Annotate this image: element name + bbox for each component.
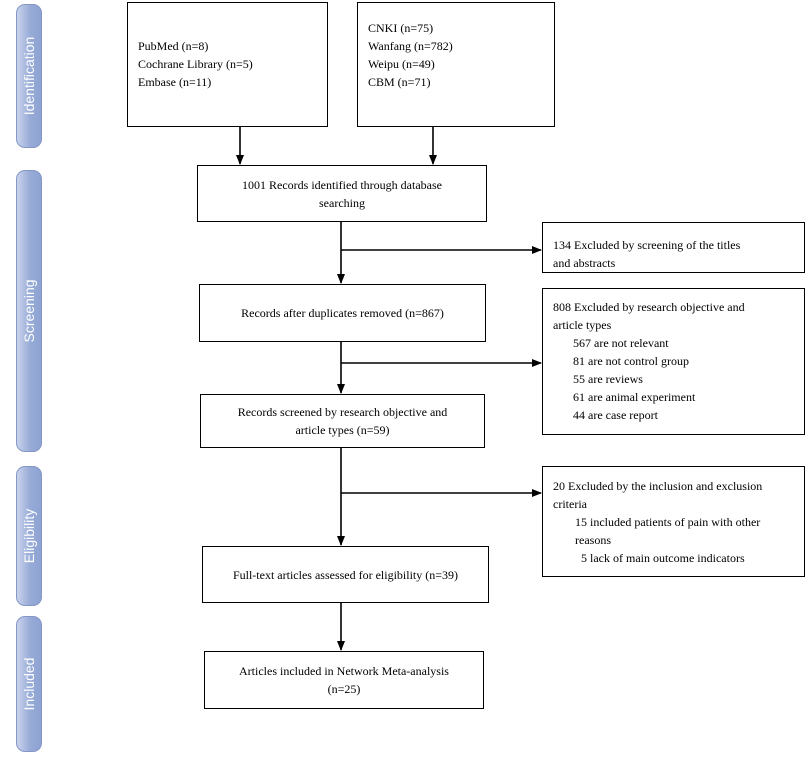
screened-objective-box: Records screened by research objective a… <box>200 394 485 448</box>
excluded-lack-outcome: 5 lack of main outcome indicators <box>581 551 745 565</box>
records-identified-box: 1001 Records identified through database… <box>197 165 487 222</box>
excluded-objective-box: 808 Excluded by research objective and a… <box>542 288 805 435</box>
excluded-case-report: 44 are case report <box>573 408 658 422</box>
excluded-criteria-heading2: criteria <box>553 497 587 511</box>
excluded-criteria-heading1: 20 Excluded by the inclusion and exclusi… <box>553 479 763 493</box>
excluded-not-control: 81 are not control group <box>573 354 689 368</box>
excluded-not-relevant: 567 are not relevant <box>573 336 669 350</box>
screened-objective-line1: Records screened by research objective a… <box>237 405 448 419</box>
stage-identification: Identification <box>16 4 42 148</box>
database-cnki: CNKI (n=75) <box>368 21 434 35</box>
records-identified-line2: searching <box>319 195 365 210</box>
after-duplicates-box: Records after duplicates removed (n=867) <box>199 284 486 342</box>
stage-screening: Screening <box>16 170 42 452</box>
chinese-databases-box: CNKI (n=75) Wanfang (n=782) Weipu (n=49)… <box>357 2 555 127</box>
database-embase: Embase (n=11) <box>138 75 212 89</box>
full-text-text: Full-text articles assessed for eligibil… <box>232 567 459 582</box>
included-nma-line2: (n=25) <box>327 682 361 696</box>
screened-objective-line2: article types (n=59) <box>295 423 390 437</box>
stage-included: Included <box>16 616 42 752</box>
excluded-objective-heading2: article types <box>553 318 612 332</box>
excluded-other-pain: 15 included patients of pain with other <box>575 515 761 529</box>
database-cbm: CBM (n=71) <box>368 75 431 89</box>
database-cochrane: Cochrane Library (n=5) <box>138 57 253 71</box>
excluded-reviews: 55 are reviews <box>573 372 643 386</box>
excluded-animal: 61 are animal experiment <box>573 390 696 404</box>
excluded-titles-box: 134 Excluded by screening of the titles … <box>542 222 805 273</box>
database-pubmed: PubMed (n=8) <box>138 39 209 53</box>
after-duplicates-text: Records after duplicates removed (n=867) <box>241 306 444 320</box>
excluded-titles-line2: and abstracts <box>553 256 616 270</box>
database-wanfang: Wanfang (n=782) <box>368 39 453 53</box>
included-nma-line1: Articles included in Network Meta-analys… <box>239 664 449 678</box>
english-databases-box: PubMed (n=8) Cochrane Library (n=5) Emba… <box>127 2 328 127</box>
excluded-objective-heading1: 808 Excluded by research objective and <box>553 300 745 314</box>
full-text-box: Full-text articles assessed for eligibil… <box>202 546 489 603</box>
included-nma-box: Articles included in Network Meta-analys… <box>204 651 484 709</box>
stage-eligibility: Eligibility <box>16 466 42 606</box>
excluded-other-pain-cont: reasons <box>575 533 611 547</box>
database-weipu: Weipu (n=49) <box>368 57 435 71</box>
excluded-criteria-box: 20 Excluded by the inclusion and exclusi… <box>542 466 805 577</box>
records-identified-line1: 1001 Records identified through database <box>242 177 442 192</box>
excluded-titles-line1: 134 Excluded by screening of the titles <box>553 238 741 252</box>
